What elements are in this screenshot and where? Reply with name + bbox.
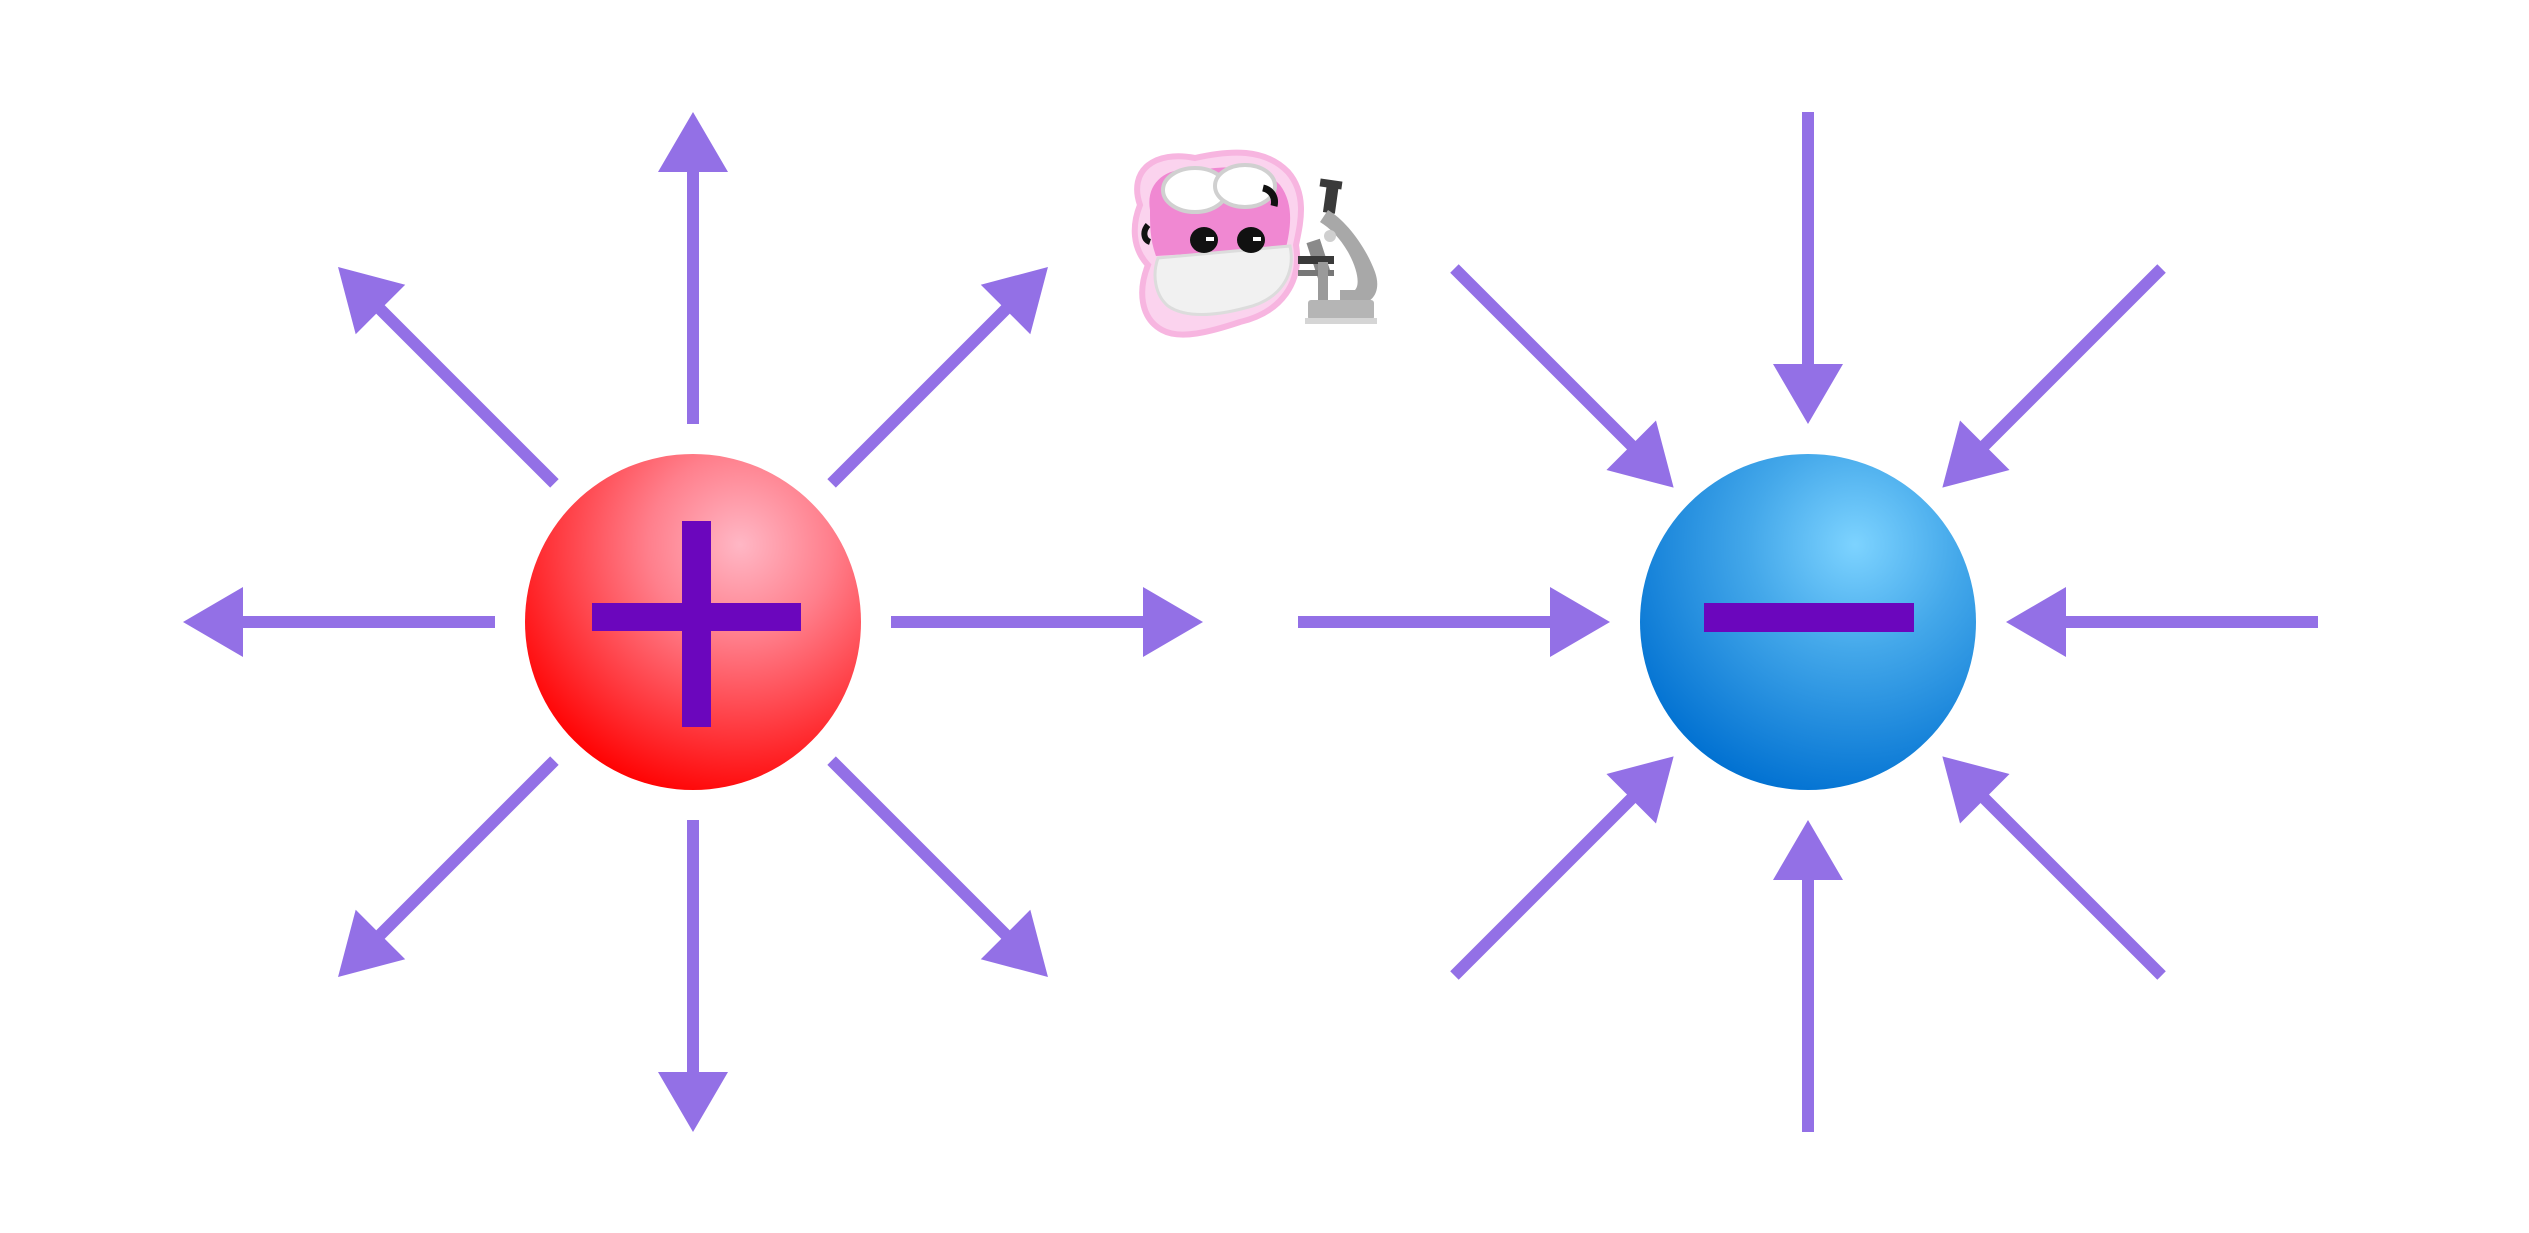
field-arrow-inward-right (2006, 587, 2318, 657)
field-arrow-inward-up-right (1942, 264, 2166, 488)
field-arrow-outward-down-left (338, 756, 559, 977)
field-arrow-inward-up-left (1450, 264, 1674, 488)
field-arrow-outward-up (658, 112, 728, 424)
field-arrow-outward-up-left (338, 267, 559, 488)
field-arrow-inward-down-left (1450, 756, 1674, 980)
inward-field-lines (1298, 112, 2318, 1132)
positive-charge (525, 454, 861, 790)
scientist-character-with-microscope-icon (1131, 149, 1378, 338)
field-arrow-inward-down-right (1942, 756, 2166, 980)
microscope-icon (1298, 178, 1378, 324)
minus-sign-icon (1704, 603, 1914, 632)
field-arrow-outward-down-right (827, 756, 1048, 977)
field-arrow-inward-left (1298, 587, 1610, 657)
plus-sign-icon (592, 521, 801, 727)
field-arrow-outward-left (183, 587, 495, 657)
field-arrow-inward-down (1773, 820, 1843, 1132)
negative-charge (1640, 454, 1976, 790)
scientist-character (1131, 149, 1304, 338)
field-arrow-outward-up-right (827, 267, 1048, 488)
field-arrow-outward-right (891, 587, 1203, 657)
field-arrow-outward-down (658, 820, 728, 1132)
outward-field-lines (183, 112, 1203, 1132)
field-arrow-inward-up (1773, 112, 1843, 424)
